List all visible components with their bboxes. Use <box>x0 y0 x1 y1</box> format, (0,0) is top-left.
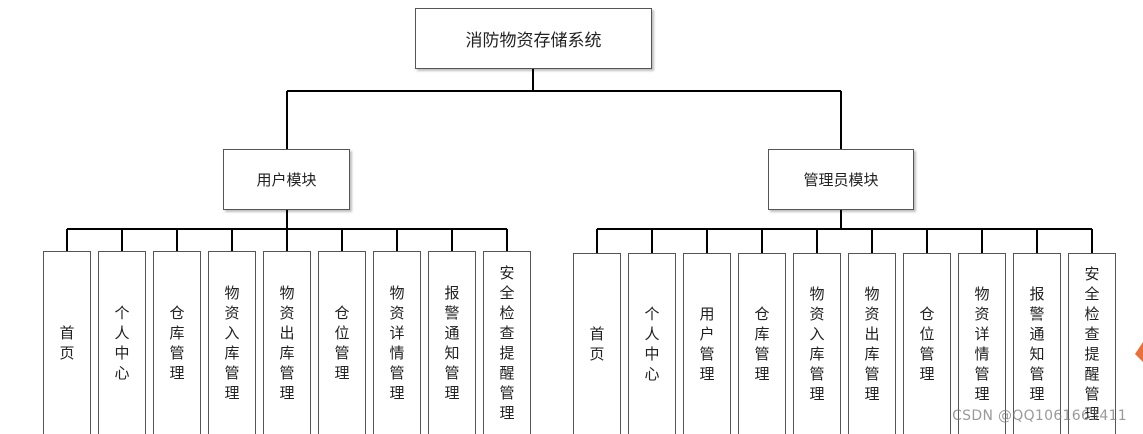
root-node: 消防物资存储系统 <box>415 8 652 69</box>
module-label: 用户模块 <box>256 171 317 189</box>
leaf-label: 仓位管理 <box>334 304 350 382</box>
leaf-node: 报警通知管理 <box>428 251 476 434</box>
leaf-label: 个人中心 <box>114 304 130 382</box>
leaf-label: 首页 <box>589 325 605 363</box>
leaf-node: 物资出库管理 <box>848 253 896 434</box>
leaf-node: 仓库管理 <box>153 251 201 434</box>
module-node-user: 用户模块 <box>223 149 350 210</box>
leaf-label: 物资入库管理 <box>809 285 825 403</box>
leaf-label: 用户管理 <box>699 305 715 383</box>
leaf-label: 物资出库管理 <box>279 284 295 402</box>
leaf-label: 物资详情管理 <box>389 284 405 402</box>
leaf-node: 物资详情管理 <box>958 253 1006 434</box>
leaf-node: 首页 <box>573 253 621 434</box>
leaf-label: 物资出库管理 <box>864 285 880 403</box>
leaf-node: 仓位管理 <box>318 251 366 434</box>
leaf-label: 安全检查提醒管理 <box>499 264 515 422</box>
leaf-node: 个人中心 <box>628 253 676 434</box>
leaf-node: 物资详情管理 <box>373 251 421 434</box>
leaf-node: 报警通知管理 <box>1013 253 1061 434</box>
leaf-node: 用户管理 <box>683 253 731 434</box>
leaf-node: 仓库管理 <box>738 253 786 434</box>
root-label: 消防物资存储系统 <box>465 31 602 51</box>
leaf-label: 仓位管理 <box>919 305 935 383</box>
leaf-node: 物资出库管理 <box>263 251 311 434</box>
leaf-label: 物资详情管理 <box>974 285 990 403</box>
leaf-label: 报警通知管理 <box>444 284 460 402</box>
leaf-node: 首页 <box>43 251 91 434</box>
leaf-label: 仓库管理 <box>754 305 770 383</box>
leaf-node: 物资入库管理 <box>208 251 256 434</box>
leaf-label: 首页 <box>59 324 75 362</box>
watermark: CSDN @QQ1061663411 <box>952 408 1127 424</box>
leaf-node: 个人中心 <box>98 251 146 434</box>
module-label: 管理员模块 <box>803 171 879 189</box>
edge-marker <box>1135 342 1143 362</box>
leaf-label: 物资入库管理 <box>224 284 240 402</box>
leaf-label: 个人中心 <box>644 305 660 383</box>
leaf-node: 安全检查提醒管理 <box>1068 253 1116 434</box>
leaf-label: 报警通知管理 <box>1029 285 1045 403</box>
leaf-node: 物资入库管理 <box>793 253 841 434</box>
module-node-admin: 管理员模块 <box>768 149 914 210</box>
leaf-label: 仓库管理 <box>169 304 185 382</box>
leaf-label: 安全检查提醒管理 <box>1084 265 1100 423</box>
leaf-node: 安全检查提醒管理 <box>483 251 531 434</box>
leaf-node: 仓位管理 <box>903 253 951 434</box>
